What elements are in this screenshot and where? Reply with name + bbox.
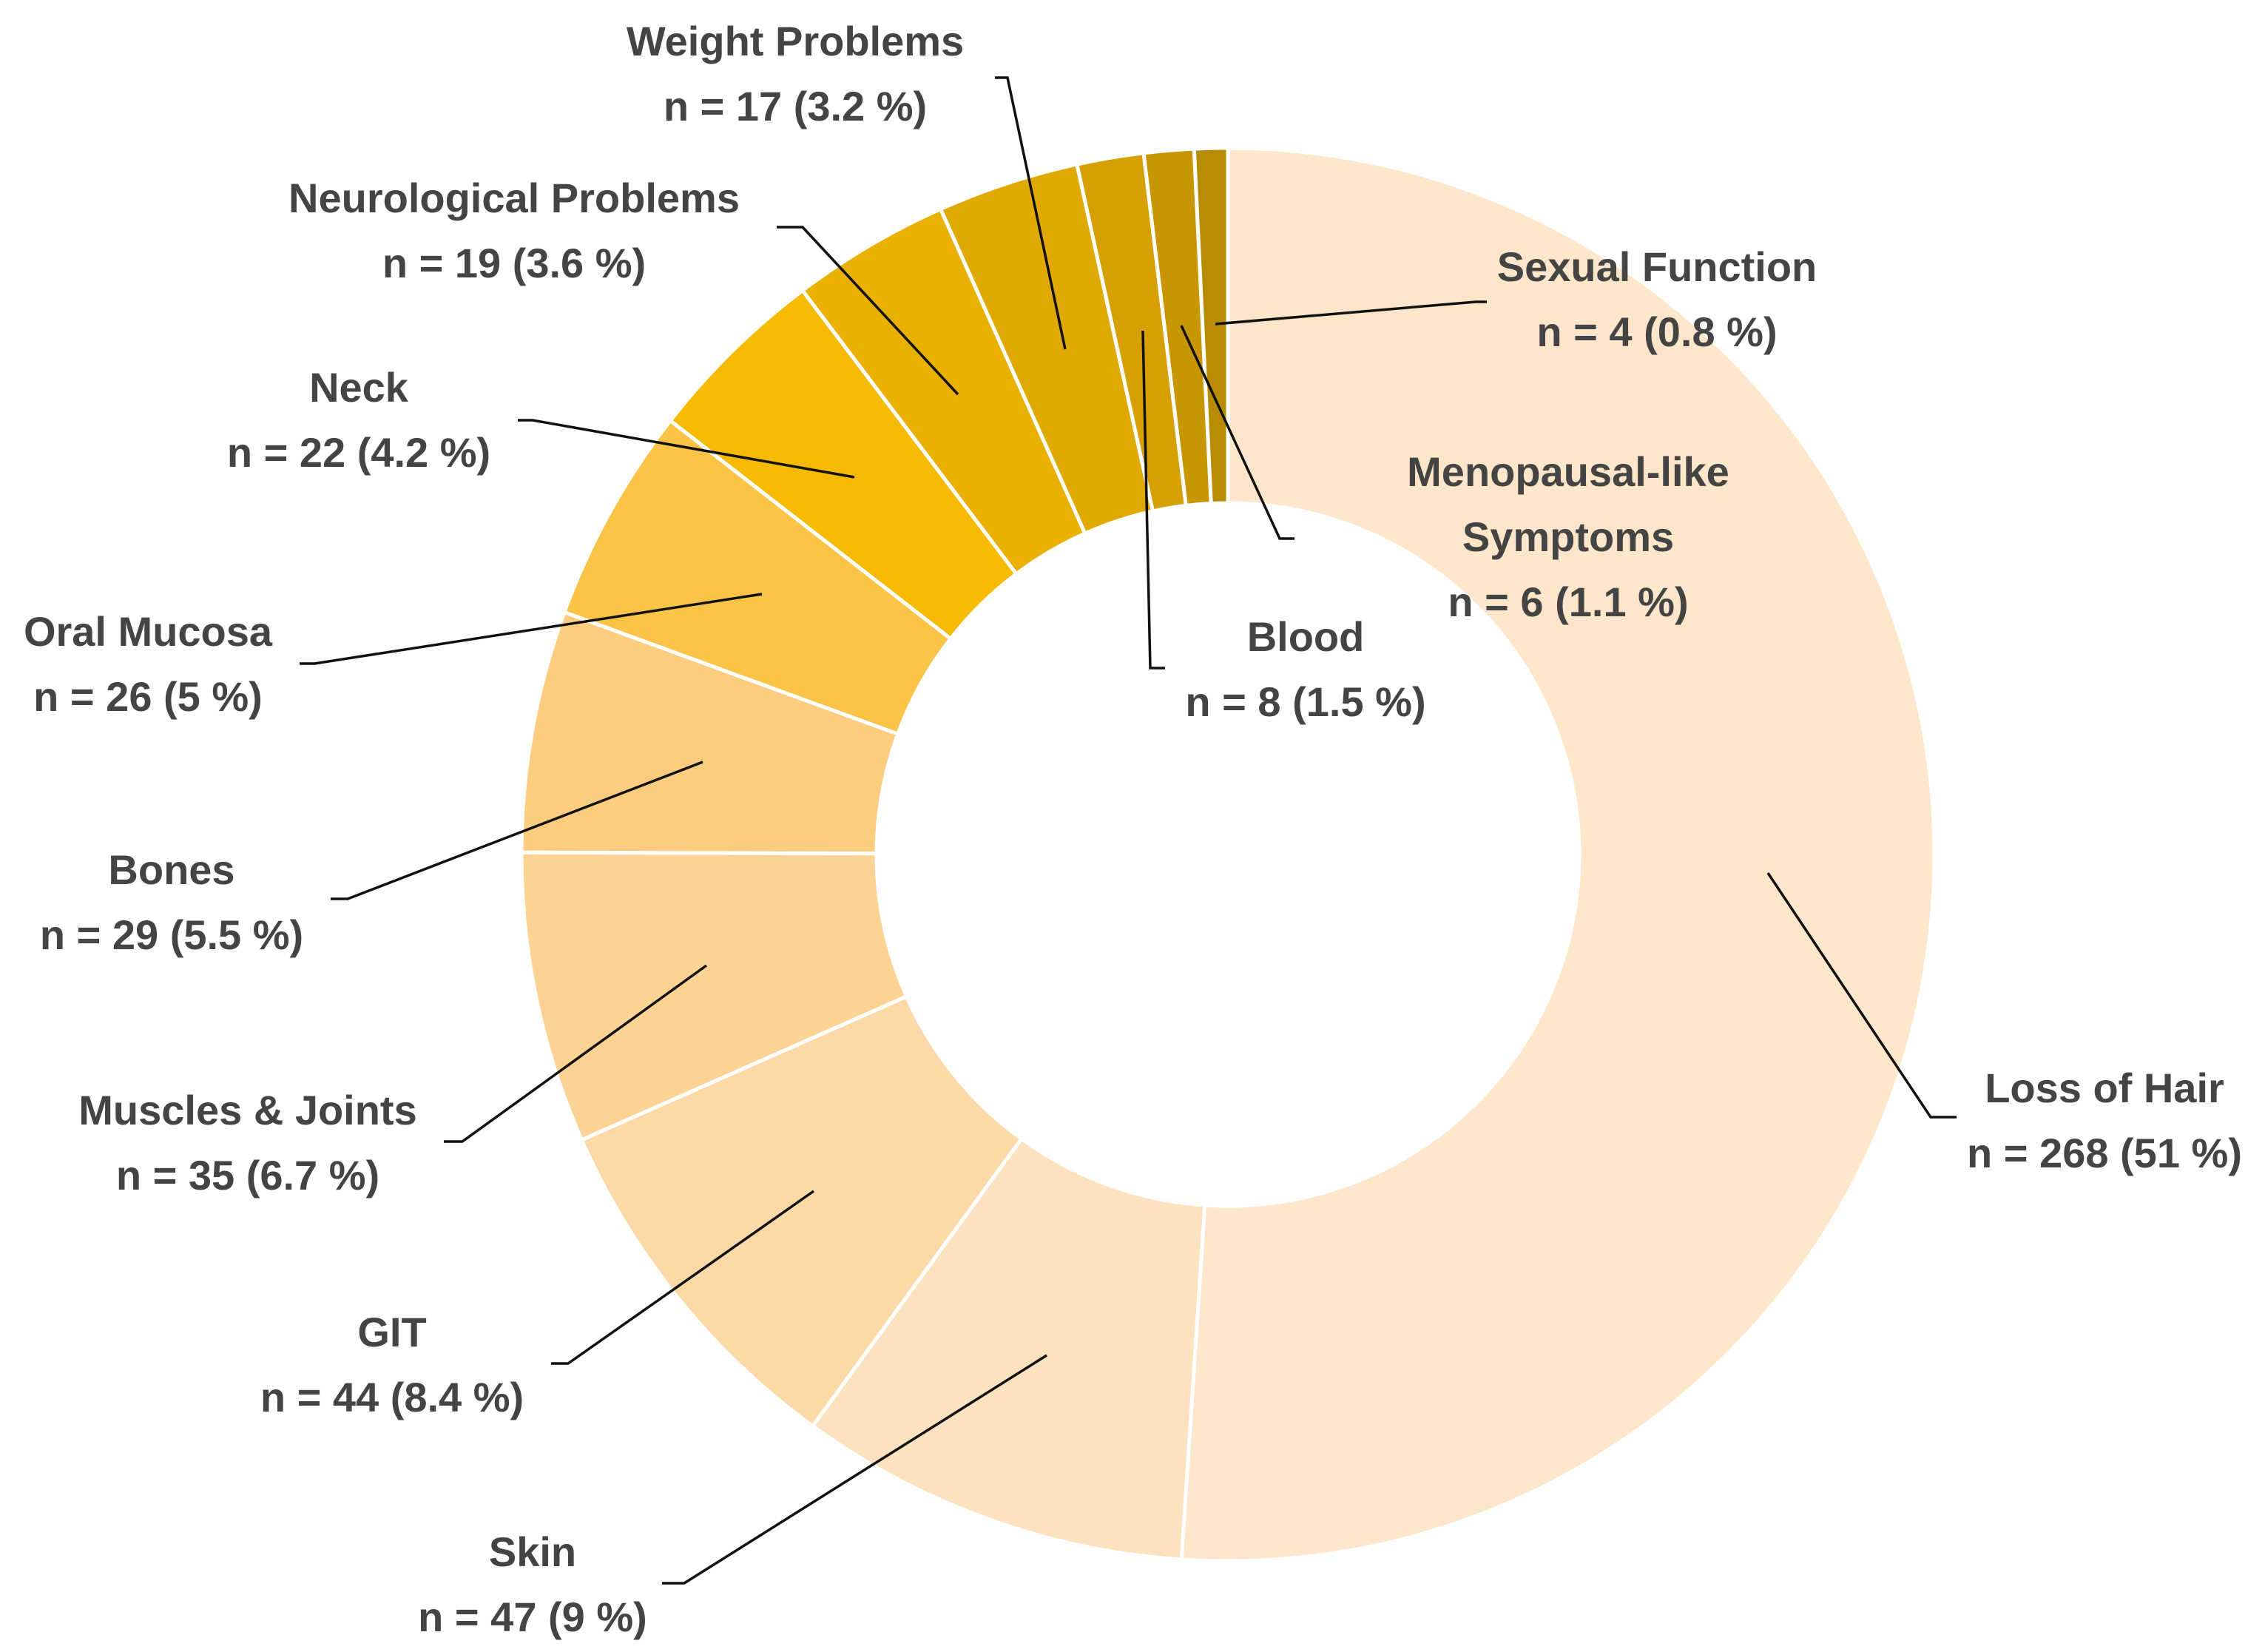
- slice-label-count: n = 6 (1.1 %): [1448, 579, 1688, 625]
- label-bones: Bones n = 29 (5.5 %): [40, 846, 303, 958]
- slice-label-count: n = 268 (51 %): [1967, 1130, 2242, 1176]
- leader-line-blood: [1141, 330, 1165, 670]
- slice-label-name: Menopausal-like: [1407, 448, 1729, 495]
- leader-line-loss-of-hair: [1766, 872, 1957, 1119]
- slice-label-count: n = 35 (6.7 %): [116, 1152, 379, 1198]
- slice-label-name: Neurological Problems: [288, 175, 740, 221]
- leader-line-oral-mucosa: [300, 593, 763, 665]
- label-weight-problems: Weight Problems n = 17 (3.2 %): [627, 18, 964, 129]
- label-blood: Blood n = 8 (1.5 %): [1185, 613, 1425, 725]
- slice-muscles-and-joints: [519, 850, 909, 1143]
- slice-label-name: Neck: [309, 364, 409, 411]
- slice-sexual-function: [1192, 146, 1230, 506]
- label-oral-mucosa: Oral Mucosa n = 26 (5 %): [24, 608, 273, 720]
- slices-layer: [519, 146, 1937, 1563]
- slice-label-name: Blood: [1247, 613, 1365, 660]
- label-muscles-and-joints: Muscles & Joints n = 35 (6.7 %): [78, 1087, 416, 1198]
- slice-label-name: Skin: [489, 1528, 576, 1575]
- slice-label-count: n = 4 (0.8 %): [1536, 309, 1777, 355]
- slice-label-count: n = 47 (9 %): [418, 1594, 647, 1640]
- label-sexual-function: Sexual Function n = 4 (0.8 %): [1497, 243, 1817, 355]
- slice-label-count: n = 8 (1.5 %): [1185, 678, 1425, 725]
- slice-label-name: Symptoms: [1462, 513, 1674, 560]
- slice-loss-of-hair: [1179, 146, 1937, 1563]
- slice-label-count: n = 29 (5.5 %): [40, 911, 303, 958]
- slice-label-name: Oral Mucosa: [24, 608, 273, 655]
- label-skin: Skin n = 47 (9 %): [418, 1528, 647, 1640]
- slice-skin: [810, 1136, 1207, 1562]
- label-loss-of-hair: Loss of Hair n = 268 (51 %): [1967, 1065, 2242, 1176]
- slice-label-name: Loss of Hair: [1985, 1065, 2224, 1111]
- labels-layer: Loss of Hair n = 268 (51 %) Skin n = 47 (9 …: [24, 18, 2242, 1640]
- slice-label-count: n = 26 (5 %): [33, 673, 263, 720]
- leader-line-muscles-and-joints: [444, 964, 708, 1143]
- slice-label-name: Muscles & Joints: [78, 1087, 416, 1133]
- label-neurological-problems: Neurological Problems n = 19 (3.6 %): [288, 175, 740, 286]
- label-git: GIT n = 44 (8.4 %): [260, 1309, 524, 1420]
- slice-git: [579, 994, 1025, 1429]
- leader-lines-layer: [300, 76, 1957, 1585]
- leader-line-neurological-problems: [777, 226, 959, 396]
- leader-line-bones: [331, 761, 703, 900]
- slice-label-name: Weight Problems: [627, 18, 964, 64]
- slice-label-count: n = 19 (3.6 %): [382, 240, 646, 286]
- slice-label-name: Bones: [108, 846, 234, 893]
- slice-label-count: n = 44 (8.4 %): [260, 1374, 524, 1420]
- slice-label-count: n = 22 (4.2 %): [227, 429, 490, 476]
- slice-label-count: n = 17 (3.2 %): [664, 83, 927, 129]
- leader-line-git: [551, 1190, 815, 1365]
- leader-line-menopausal-like-symptoms: [1180, 325, 1294, 540]
- slice-label-name: Sexual Function: [1497, 243, 1817, 290]
- slice-label-name: GIT: [357, 1309, 426, 1355]
- leader-line-skin: [662, 1354, 1047, 1585]
- leader-line-sexual-function: [1215, 300, 1487, 326]
- leader-line-neck: [518, 419, 855, 479]
- label-neck: Neck n = 22 (4.2 %): [227, 364, 490, 476]
- leader-line-weight-problems: [995, 76, 1067, 350]
